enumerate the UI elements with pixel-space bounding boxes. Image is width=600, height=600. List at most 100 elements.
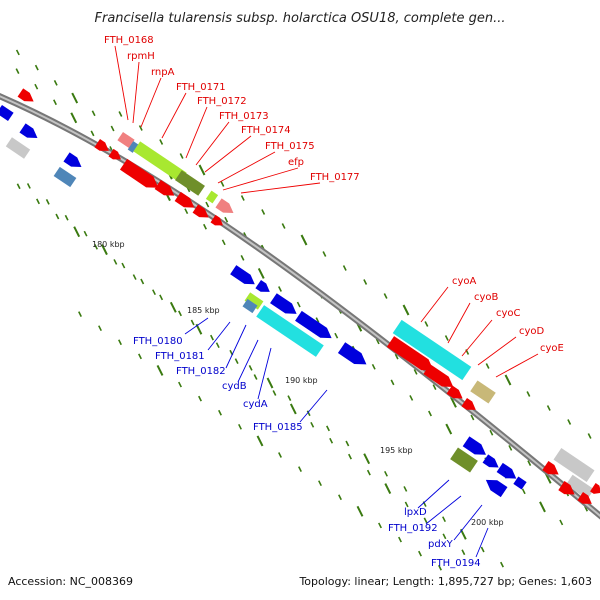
gene-arrow [255,279,270,292]
tick-mark [363,279,368,285]
tick-mark [587,433,592,439]
tick-mark [526,391,531,397]
tick-mark [348,453,352,460]
tick-mark [101,244,108,256]
gene-box [0,104,14,122]
tick-mark [504,374,512,386]
tick-mark [234,358,239,364]
gene-arrow [485,479,508,498]
tick-mark [445,423,453,435]
gene-label-fth-0168[interactable]: FTH_0168 [104,35,154,46]
gene-arrow [215,198,234,214]
tick-mark [34,83,39,90]
gene-box [513,476,527,490]
tick-mark [366,469,371,476]
tick-mark [326,425,330,432]
tick-mark [287,395,292,401]
gene-label-cyob[interactable]: cyoB [474,292,499,303]
gene-label-efp[interactable]: efp [288,157,304,168]
gene-label-cyoa[interactable]: cyoA [452,276,477,287]
tick-mark [248,365,253,371]
gene-label-fth-0171[interactable]: FTH_0171 [176,82,226,93]
map-title: Francisella tularensis subsp. holarctica… [95,11,506,26]
gene-label-cyoc[interactable]: cyoC [496,308,521,319]
tick-mark [398,536,402,543]
gene-label-fth-0185[interactable]: FTH_0185 [253,422,303,433]
gene-arrow [210,214,223,226]
tick-mark [384,483,392,494]
tick-mark [489,429,494,436]
tick-mark [404,501,409,508]
tick-mark [45,198,50,205]
gene-arrow [542,460,559,475]
tick-mark [329,437,334,444]
tick-mark [521,488,526,495]
gene-label-cydb[interactable]: cydB [222,381,247,392]
gene-features [0,88,600,504]
gene-arrow [295,310,332,339]
tick-mark [179,153,184,159]
tick-mark [278,452,282,458]
tick-mark [296,301,301,308]
gene-label-fth-0172[interactable]: FTH_0172 [197,96,247,107]
gene-label-cyda[interactable]: cydA [243,399,268,410]
tick-mark [261,209,266,215]
scale-label-200kbp: 200 kbp [471,518,504,527]
gene-label-fth-0173[interactable]: FTH_0173 [219,111,269,122]
tick-mark [83,230,88,237]
gene-arrow [63,152,82,168]
tick-mark [218,409,222,416]
tick-mark [289,403,297,415]
gene-box [553,448,595,482]
tick-mark [300,234,308,246]
gene-label-pdxy[interactable]: pdxY [428,539,454,550]
gene-arrow [119,158,159,188]
gene-label-fth-0181[interactable]: FTH_0181 [155,351,205,362]
tick-mark [210,334,214,341]
gene-arrow [577,491,592,504]
gene-label-fth-0177[interactable]: FTH_0177 [310,172,360,183]
gene-label-rnpa[interactable]: rnpA [151,67,175,78]
gene-label-cyoe[interactable]: cyoE [540,343,564,354]
tick-mark [94,243,98,250]
tick-mark [567,419,572,425]
tick-mark [26,183,31,189]
tick-mark [53,79,58,86]
tick-mark [315,317,320,323]
tick-mark [272,390,277,396]
tick-mark [470,414,475,421]
gene-label-fth-0194[interactable]: FTH_0194 [431,558,481,569]
gene-label-fth-0182[interactable]: FTH_0182 [176,366,226,377]
gene-box [392,319,472,381]
gene-box [565,474,595,500]
gene-box [450,447,478,473]
tick-mark [428,410,432,417]
tick-mark [256,435,264,447]
gene-label-fth-0174[interactable]: FTH_0174 [241,125,291,136]
gene-label-fth-0180[interactable]: FTH_0180 [133,336,183,347]
leader-line [204,135,252,173]
tick-mark [16,183,21,190]
tick-mark [203,223,207,230]
gene-box [205,190,219,204]
leader-line [240,182,321,194]
tick-mark [322,251,327,257]
tick-mark [342,265,347,271]
scale-label-195kbp: 195 kbp [380,446,413,455]
tick-mark [178,310,182,317]
tick-mark [156,365,164,376]
gene-label-fth-0175[interactable]: FTH_0175 [265,141,315,152]
gene-box [175,170,205,196]
tick-mark [423,517,428,524]
gene-arrow [108,148,121,160]
gene-label-cyod[interactable]: cyoD [519,326,545,337]
tick-mark [306,410,311,417]
tick-mark [363,453,371,465]
tick-mark [110,125,115,132]
scale-label-190kbp: 190 kbp [285,376,318,385]
gene-label-fth-0192[interactable]: FTH_0192 [388,523,438,534]
gene-box [53,166,77,188]
gene-label-rpmh[interactable]: rpmH [127,51,155,62]
gene-label-lpxd[interactable]: lpxD [404,507,427,518]
tick-mark [113,259,118,265]
